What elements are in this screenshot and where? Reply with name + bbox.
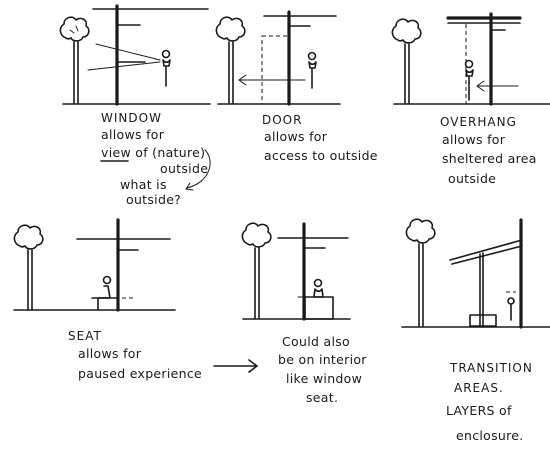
seated-person-icon	[98, 277, 111, 311]
caption-line: OVERHANG	[440, 115, 517, 129]
door-sketch	[216, 12, 340, 104]
caption-line: paused experience	[78, 366, 202, 381]
window-caption: WINDOW allows for view of (nature) outsi…	[101, 111, 210, 207]
caption-note: outside?	[126, 192, 181, 207]
sloped-roof	[450, 240, 522, 260]
overhang-sketch	[392, 14, 550, 104]
person-icon	[163, 51, 171, 87]
caption-line: outside	[160, 161, 208, 176]
caption-line: Could also	[282, 334, 350, 349]
caption-line: like window	[286, 371, 362, 386]
transition-sketch	[402, 219, 550, 327]
caption-line: view of (nature)	[101, 145, 205, 160]
person-icon	[466, 61, 474, 101]
interior-seat-sketch	[242, 223, 350, 319]
door-opening	[262, 36, 289, 104]
caption-line: TRANSITION	[449, 361, 533, 375]
seated-person-icon	[508, 298, 514, 320]
caption-line: WINDOW	[101, 111, 162, 125]
window-sketch	[60, 6, 210, 104]
caption-line: sheltered area	[442, 151, 537, 166]
overhang-caption: OVERHANG allows for sheltered area outsi…	[440, 115, 537, 186]
caption-line: AREAS.	[454, 381, 504, 395]
caption-line: seat.	[306, 390, 338, 405]
caption-line: be on interior	[278, 352, 367, 367]
door-caption: DOOR allows for access to outside	[262, 113, 378, 163]
tree-icon	[60, 17, 88, 103]
right-arrow-icon	[214, 360, 257, 372]
caption-line: allows for	[101, 127, 165, 142]
transition-caption: TRANSITION AREAS. LAYERS of enclosure.	[446, 361, 533, 443]
seat-caption: SEAT allows for paused experience	[68, 329, 202, 381]
caption-line: access to outside	[264, 148, 378, 163]
tree-icon	[14, 225, 42, 310]
caption-line: enclosure.	[456, 428, 524, 443]
tree-icon	[216, 17, 244, 103]
caption-line: outside	[448, 171, 496, 186]
person-icon	[309, 53, 317, 89]
sight-line	[96, 44, 160, 60]
tree-icon	[392, 19, 420, 103]
window-seat	[305, 297, 333, 319]
tree-icon	[242, 223, 270, 318]
caption-line: LAYERS of	[446, 403, 512, 418]
caption-line: allows for	[264, 129, 328, 144]
caption-note: what is	[120, 177, 167, 192]
caption-line: DOOR	[262, 113, 302, 127]
caption-line: allows for	[78, 346, 142, 361]
tree-icon	[406, 219, 434, 326]
caption-line: allows for	[442, 132, 506, 147]
seated-person-icon	[314, 280, 323, 298]
interior-caption: Could also be on interior like window se…	[278, 334, 367, 405]
seat-sketch	[14, 220, 175, 310]
caption-line: SEAT	[68, 329, 102, 343]
